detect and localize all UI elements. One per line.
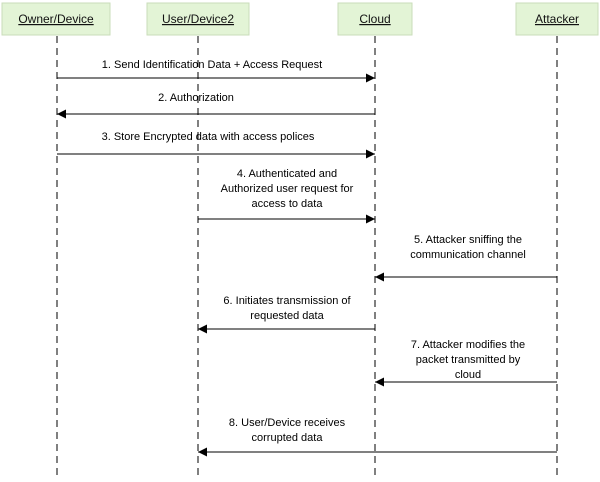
message-label-7-line-2: packet transmitted by	[416, 354, 521, 366]
actor-label-owner: Owner/Device	[18, 12, 94, 26]
message-5: 5. Attacker sniffing the communication ch…	[375, 234, 557, 282]
message-label-8-line-2: corrupted data	[252, 432, 324, 444]
message-label-8-line-1: 8. User/Device receives	[229, 417, 346, 429]
message-label-6-line-2: requested data	[250, 310, 324, 322]
message-label-1-line-1: 1. Send Identification Data + Access Req…	[102, 59, 322, 71]
message-label-4-line-2: Authorized user request for	[221, 183, 354, 195]
actor-box-cloud	[337, 2, 413, 36]
message-7: 7. Attacker modifies the packet transmitt…	[375, 339, 557, 387]
message-label-7-line-1: 7. Attacker modifies the	[411, 339, 525, 351]
message-label-3-line-1: 3. Store Encrypted data with access poli…	[102, 131, 315, 143]
message-label-4-line-3: access to data	[252, 198, 324, 210]
actor-attacker: Attacker	[515, 2, 599, 36]
message-3: 3. Store Encrypted data with access poli…	[57, 131, 375, 159]
message-8: 8. User/Device receives corrupted data	[198, 417, 557, 457]
message-1: 1. Send Identification Data + Access Req…	[57, 59, 375, 83]
actor-label-user: User/Device2	[162, 12, 234, 26]
message-label-2-line-1: 2. Authorization	[158, 92, 234, 104]
actor-box-owner	[1, 2, 111, 36]
actor-cloud: Cloud	[337, 2, 413, 36]
message-label-4-line-1: 4. Authenticated and	[237, 168, 337, 180]
actor-box-attacker	[515, 2, 599, 36]
actor-label-attacker: Attacker	[535, 12, 579, 26]
message-label-6-line-1: 6. Initiates transmission of	[223, 295, 351, 307]
message-2: 2. Authorization	[57, 92, 375, 119]
message-6: 6. Initiates transmission of requested da…	[198, 295, 375, 334]
actor-label-cloud: Cloud	[359, 12, 390, 26]
actor-user: User/Device2	[146, 2, 250, 36]
message-label-5-line-1: 5. Attacker sniffing the	[414, 234, 522, 246]
message-label-5-line-2: communication channel	[410, 249, 526, 261]
actor-owner: Owner/Device	[1, 2, 111, 36]
message-label-7-line-3: cloud	[455, 369, 481, 381]
actor-box-user	[146, 2, 250, 36]
